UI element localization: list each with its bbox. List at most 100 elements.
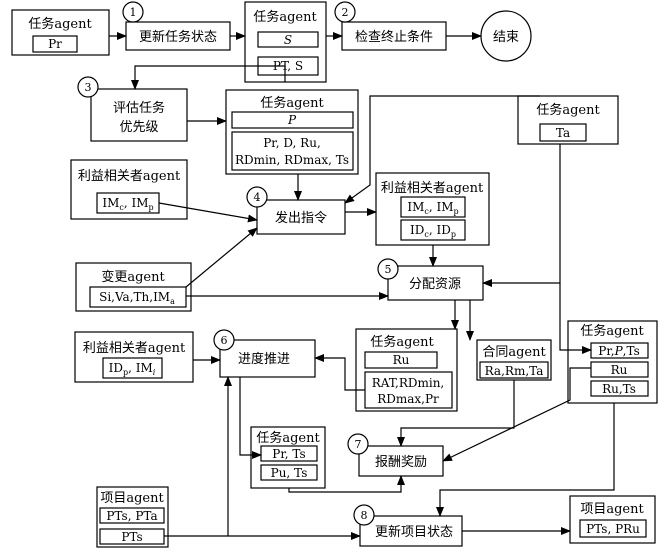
arrow-agent-prts-to-step7 [288, 475, 405, 493]
step7-label: 报酬奖励 [375, 455, 427, 470]
step7-num: 7 [355, 438, 362, 451]
step2-num: 2 [342, 6, 349, 19]
change-agent-title: 变更agent [101, 269, 165, 285]
change-agent-box [75, 262, 192, 312]
field-pr-ts-label: Pr, Ts [272, 447, 305, 461]
field-contract-box [479, 361, 549, 379]
field-p-box [231, 111, 354, 129]
step6-num: 6 [221, 334, 228, 347]
arrow-ta-to-step5 [482, 144, 561, 287]
step3-circle [77, 76, 99, 98]
task-agent-p-box [225, 89, 359, 175]
stakeholder-2-title: 利益相关者agent [381, 181, 484, 196]
step7-circle [347, 433, 369, 455]
field-id-3-label: IDp, IMi [109, 361, 156, 377]
step5-label: 分配资源 [409, 277, 461, 292]
field-p-label: P [287, 113, 297, 127]
step8-label: 更新项目状态 [375, 524, 453, 540]
field-ru-label-2: Ru [611, 363, 628, 377]
field-id-2-label: IDc, IDp [410, 223, 456, 239]
step5-circle [377, 258, 399, 280]
field-pu-ts-box [260, 464, 318, 481]
step2-circle [334, 1, 356, 23]
task-agent-prts-box [250, 426, 326, 489]
field-pts-pru-box [579, 519, 647, 538]
arrow-contract-to-step7 [397, 380, 515, 447]
field-im-1-label: IMc, IMp [102, 196, 153, 212]
stakeholder-3-title: 利益相关者agent [83, 341, 186, 356]
arrow-sh1-to-step4 [158, 202, 258, 223]
step6-label: 进度推进 [238, 351, 290, 367]
end-label: 结束 [493, 30, 519, 45]
project-agent-right-title: 项目agent [580, 502, 644, 517]
stakeholder-agent-1-box [70, 159, 188, 220]
field-pr-p-ts-label: Pr,P,Ts [598, 344, 640, 358]
field-pr-d-ru-box [231, 131, 354, 171]
step1-num: 1 [130, 6, 137, 19]
task-agent-pr-title: 任务agent [28, 16, 92, 32]
field-ru-ts-label: Ru,Ts [602, 382, 636, 396]
field-ru-ts-box [590, 380, 649, 397]
arrow-ta-to-step4 [344, 95, 540, 204]
field-pts-pru-label: PTs, PRu [586, 522, 640, 536]
task-agent-ta-box [517, 95, 619, 145]
stakeholder-1-title: 利益相关者agent [78, 169, 181, 184]
field-ru-box [364, 351, 438, 369]
step1-circle [122, 1, 144, 23]
field-rdmin-label: RDmin, RDmax, Ts [235, 153, 349, 167]
step3-box [90, 88, 188, 142]
step4-circle [246, 186, 268, 208]
field-pu-ts-label: Pu, Ts [271, 466, 308, 480]
project-agent-right-box [569, 495, 656, 544]
field-ta-label: Ta [556, 126, 570, 140]
step3-label-2: 优先级 [119, 120, 158, 135]
task-agent-prts-title: 任务agent [256, 430, 320, 446]
field-ru-label: Ru [393, 353, 410, 367]
field-pts-label: PTs [121, 530, 142, 544]
step5-num: 5 [385, 263, 392, 276]
task-agent-p-title: 任务agent [260, 95, 324, 111]
field-pt-s-label: PT, S [273, 59, 303, 73]
step1-label: 更新任务状态 [139, 29, 217, 45]
field-s-box [257, 31, 319, 48]
field-im-2-box [400, 196, 466, 218]
step8-num: 8 [361, 509, 368, 522]
field-id-3-box [102, 357, 163, 379]
field-pts-pta-label: PTs, PTa [106, 509, 157, 523]
field-s-label: S [284, 33, 292, 47]
arrow-step7-area-to-step8 [436, 403, 615, 517]
task-agent-ru-title: 任务agent [370, 334, 434, 350]
field-change-box [89, 286, 187, 308]
arrow-agent-to-step3 [131, 65, 286, 90]
task-agent-prpts-box [567, 320, 658, 404]
arrow-step6-to-agent-prts [239, 377, 262, 459]
task-agent-ru-box [355, 328, 458, 412]
task-agent-ta-title: 任务agent [536, 102, 600, 118]
field-change-label: Si,Va,Th,IMa [99, 290, 175, 306]
field-contract-label: Ra,Rm,Ta [485, 364, 544, 378]
field-im-2-label: IMc, IMp [407, 200, 458, 216]
arrow-agent-prpts-to-step7 [442, 367, 591, 462]
task-agent-s-title: 任务agent [253, 9, 317, 25]
step6-circle [213, 329, 235, 351]
arrow-agent-ru-to-step6 [314, 354, 365, 391]
field-pr-label: Pr [48, 37, 62, 51]
step2-label: 检查终止条件 [355, 29, 433, 45]
field-pr-box [32, 35, 78, 53]
step8-circle [353, 504, 375, 526]
field-id-2-box [400, 219, 466, 241]
project-agent-left-box [96, 486, 169, 548]
project-agent-left-title: 项目agent [100, 491, 164, 506]
step3-label-1: 评估任务 [113, 100, 165, 116]
arrow-ta-to-agent-prpts [559, 283, 592, 354]
step4-label: 发出指令 [275, 210, 327, 226]
step4-num: 4 [254, 191, 261, 204]
task-agent-prpts-title: 任务agent [580, 323, 644, 339]
field-ru-box-2 [590, 361, 649, 378]
field-rdmax-label: RDmax,Pr [377, 392, 439, 406]
stakeholder-agent-3-box [74, 331, 194, 383]
field-pts-pta-box [99, 507, 165, 524]
field-pr-d-ru-label: Pr, D, Ru, [263, 136, 321, 150]
